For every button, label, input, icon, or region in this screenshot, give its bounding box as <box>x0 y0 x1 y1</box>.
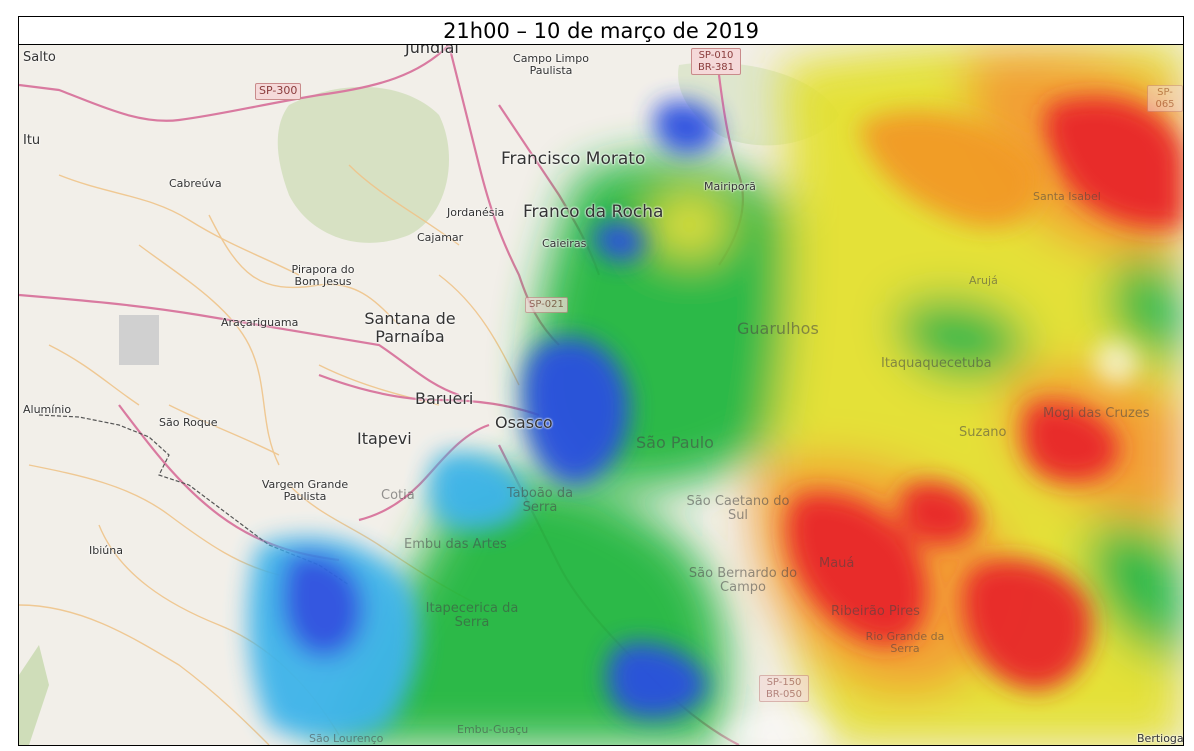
place-sao-caetano: São Caetano do Sul <box>686 494 790 524</box>
railway <box>38 414 350 586</box>
place-cajamar: Cajamar <box>417 231 464 244</box>
place-ibiuna: Ibiúna <box>89 544 123 557</box>
place-francisco-morato: Francisco Morato <box>501 149 646 169</box>
quarry-area <box>119 315 159 365</box>
place-sao-lourenco: São Lourenço <box>309 732 384 745</box>
place-campo-limpo: Campo Limpo Paulista <box>513 52 589 78</box>
place-osasco: Osasco <box>495 413 553 432</box>
place-embu: Embu das Artes <box>404 537 507 552</box>
radar-core <box>248 97 1183 745</box>
place-sao-bernardo: São Bernardo do Campo <box>688 566 798 596</box>
place-suzano: Suzano <box>959 425 1007 440</box>
forest-area <box>19 645 49 745</box>
place-salto: Salto <box>23 50 56 65</box>
place-santa-isabel: Santa Isabel <box>1033 190 1101 203</box>
road-shield-sp300: SP-300 <box>255 83 302 100</box>
place-ribeirao-pires: Ribeirão Pires <box>831 604 920 619</box>
place-sao-roque: São Roque <box>159 416 218 429</box>
map-title: 21h00 – 10 de março de 2019 <box>19 17 1183 45</box>
place-aluminio: Alumínio <box>23 403 72 416</box>
map-frame: 21h00 – 10 de março de 2019 <box>18 16 1184 746</box>
place-sao-paulo: São Paulo <box>636 433 714 452</box>
place-mairipora: Mairiporã <box>704 180 756 193</box>
place-embu-guacu: Embu-Guaçu <box>457 723 529 736</box>
place-jordanesia: Jordanésia <box>447 206 505 219</box>
road-shield-sp010: SP-010 BR-381 <box>691 48 741 75</box>
place-mogi: Mogi das Cruzes <box>1043 406 1150 421</box>
road-shield-sp065: SP-065 <box>1147 85 1183 112</box>
place-vargem-grande: Vargem Grande Paulista <box>261 478 349 504</box>
place-maua: Mauá <box>819 556 855 571</box>
place-itaquaquecetuba: Itaquaquecetuba <box>881 356 992 371</box>
place-pirapora: Pirapora do Bom Jesus <box>291 263 355 289</box>
forest-area <box>277 86 449 243</box>
place-barueri: Barueri <box>415 389 474 408</box>
place-itapevi: Itapevi <box>357 429 412 448</box>
map-canvas <box>19 45 1183 745</box>
place-taboao: Taboão da Serra <box>506 486 574 516</box>
place-rio-grande: Rio Grande da Serra <box>865 630 945 656</box>
road-shield-sp021: SP-021 <box>525 297 568 313</box>
place-franco-da-rocha: Franco da Rocha <box>523 202 664 222</box>
place-santana-parnaiba: Santana de Parnaíba <box>364 309 456 346</box>
place-bertioga: Bertioga <box>1137 732 1184 745</box>
place-itu: Itu <box>23 133 41 148</box>
radar-map[interactable]: Salto Itu Jundiaí Campo Limpo Paulista C… <box>19 39 1184 745</box>
place-aruja: Arujá <box>969 274 998 287</box>
place-itapecerica: Itapecerica da Serra <box>425 601 519 631</box>
road-shield-sp150: SP-150 BR-050 <box>759 675 809 702</box>
place-cotia: Cotia <box>381 488 415 503</box>
place-guarulhos: Guarulhos <box>737 319 819 338</box>
place-caieiras: Caieiras <box>542 237 587 250</box>
place-aracariguama: Araçariguama <box>221 316 299 329</box>
place-cabreuva: Cabreúva <box>169 177 222 190</box>
